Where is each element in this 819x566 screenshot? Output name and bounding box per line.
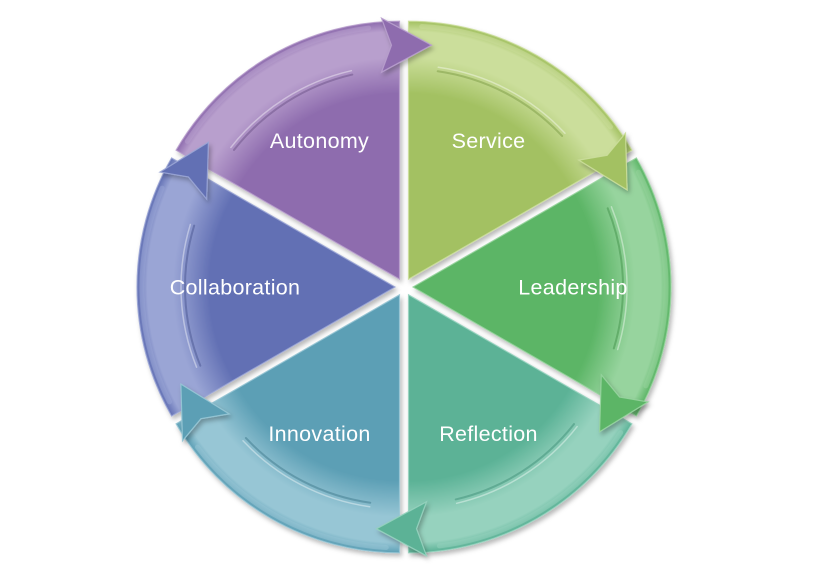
segment-label-leadership: Leadership — [518, 276, 627, 300]
segment-label-innovation: Innovation — [268, 422, 370, 446]
segment-innovation-rim-highlight — [194, 444, 389, 550]
segment-autonomy-band-groove — [233, 73, 354, 151]
segment-bodies — [136, 20, 672, 554]
segment-reflection-rim-highlight — [436, 430, 624, 549]
segment-reflection-arrowhead-icon — [375, 500, 428, 558]
segment-autonomy-band-light — [230, 69, 353, 149]
segment-label-service: Service — [452, 129, 526, 153]
segment-collaboration-arrowhead-icon — [158, 141, 210, 201]
segment-autonomy — [175, 20, 401, 281]
segment-reflection-band-groove — [454, 423, 575, 501]
segment-leadership-rim-highlight — [635, 169, 669, 389]
segment-collaboration — [136, 157, 397, 417]
segment-autonomy-arrowhead-icon — [380, 16, 433, 74]
segment-label-collaboration: Collaboration — [170, 276, 301, 300]
segment-innovation-band-groove — [244, 437, 372, 504]
segment-innovation-band-light — [242, 439, 371, 508]
segment-leadership-band-groove — [606, 207, 624, 350]
segment-collaboration-shape — [136, 157, 397, 417]
segment-label-reflection: Reflection — [439, 422, 538, 446]
segment-autonomy-shape — [175, 20, 401, 281]
segment-service-band-groove — [436, 70, 564, 137]
segment-service-arrowhead-icon — [577, 131, 628, 191]
segment-collaboration-rim-highlight — [139, 185, 173, 405]
segment-leadership-shape — [411, 157, 672, 417]
segment-service-band-light — [437, 66, 566, 135]
segment-reflection-band-light — [455, 425, 578, 505]
segment-autonomy-rim-highlight — [184, 25, 372, 144]
segment-innovation-shape — [175, 293, 401, 554]
segment-collaboration-band-light — [180, 223, 198, 368]
segment-reflection-shape — [407, 293, 633, 554]
segment-innovation-arrowhead-icon — [180, 383, 231, 443]
segment-service — [407, 20, 633, 281]
segment-innovation — [175, 293, 401, 554]
segment-leadership — [411, 157, 672, 417]
segment-label-autonomy: Autonomy — [270, 129, 369, 153]
segment-reflection — [407, 293, 633, 554]
segment-service-shape — [407, 20, 633, 281]
segment-arrowheads — [158, 16, 650, 558]
segment-leadership-band-light — [610, 206, 628, 351]
segment-collaboration-band-groove — [184, 224, 202, 367]
segment-leadership-arrowhead-icon — [598, 373, 650, 433]
segment-service-rim-highlight — [419, 24, 614, 130]
